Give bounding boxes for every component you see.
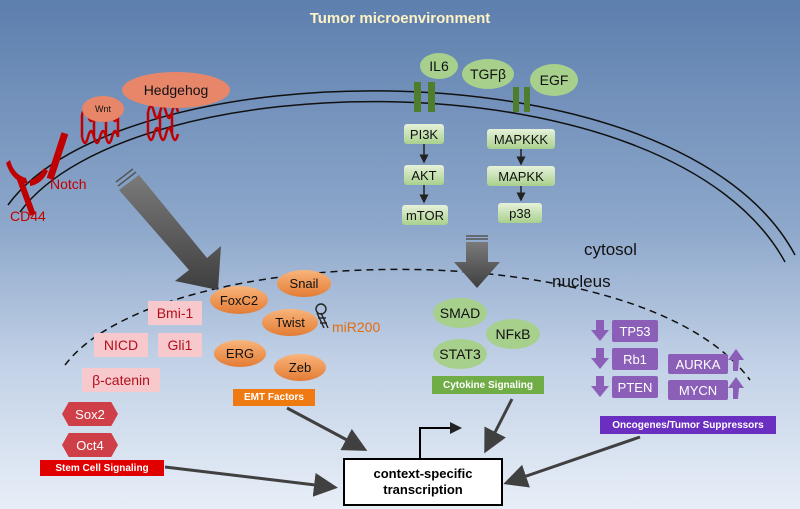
tgfb-label: TGFβ — [469, 66, 507, 82]
oncogene-arrows — [591, 320, 744, 399]
page-title: Tumor microenvironment — [309, 10, 491, 27]
oncogenes-tag: Oncogenes/Tumor Suppressors — [600, 416, 776, 434]
mycn-box: MYCN — [668, 380, 728, 400]
egf-ligand: EGF — [530, 64, 578, 96]
tp53-box: TP53 — [612, 320, 658, 342]
il6-label: IL6 — [429, 58, 449, 74]
bmi1-box: Bmi-1 — [148, 301, 202, 325]
tgfb-ligand: TGFβ — [462, 59, 514, 89]
twist-oval: Twist — [262, 309, 318, 336]
cd44-receptor-shape — [6, 160, 48, 216]
hedgehog-receptor-coil — [146, 104, 180, 142]
nucleus-label: nucleus — [552, 272, 611, 291]
mapkk-box: MAPKK — [487, 166, 555, 186]
arrow-oncogenes-to-transcription — [503, 435, 641, 488]
nuclear-envelope — [64, 268, 751, 381]
il6-receptor-bar — [414, 82, 421, 112]
nicd-box: NICD — [94, 333, 148, 357]
stem-cell-signaling-tag: Stem Cell Signaling — [40, 460, 164, 476]
il6-receptor-bar — [428, 82, 435, 112]
wnt-ligand: Wnt — [82, 96, 124, 122]
mir200-label: miR200 — [332, 319, 381, 335]
oct4-hex: Oct4 — [62, 433, 118, 457]
stem-cell-big-arrow — [115, 168, 221, 290]
gli1-box: Gli1 — [158, 333, 202, 357]
hedgehog-label: Hedgehog — [143, 82, 209, 98]
mapkkk-box: MAPKKK — [487, 129, 555, 149]
context-specific-transcription-box: context-specific transcription — [343, 458, 503, 506]
emt-factors-tag: EMT Factors — [233, 389, 315, 406]
cytokine-big-arrow — [454, 235, 500, 288]
rb1-box: Rb1 — [612, 348, 658, 370]
mtor-box: mTOR — [402, 205, 448, 225]
hedgehog-ligand: Hedgehog — [122, 72, 230, 108]
arrow-emt-to-transcription — [286, 406, 368, 451]
mir200-hairpin-shape — [315, 303, 329, 329]
wnt-label: Wnt — [94, 104, 111, 114]
nfkb-oval: NFκB — [486, 319, 540, 349]
sox2-hex: Sox2 — [62, 402, 118, 426]
aurka-box: AURKA — [668, 354, 728, 374]
beta-catenin-box: β-catenin — [82, 368, 160, 392]
cell-membrane-outer — [7, 90, 796, 256]
result-line-1: context-specific — [373, 466, 473, 481]
tgfb-receptor-bar — [513, 87, 519, 112]
cd44-label: CD44 — [10, 208, 46, 224]
akt-box: AKT — [404, 165, 444, 185]
egf-label: EGF — [539, 72, 569, 88]
arrow-cytokine-to-transcription — [484, 398, 514, 454]
pten-box: PTEN — [612, 376, 658, 398]
arrow-stem-to-transcription — [164, 465, 338, 497]
tgfb-receptor-bar — [524, 87, 530, 112]
transcription-start-arrow — [419, 422, 462, 458]
p38-box: p38 — [498, 203, 542, 223]
pi3k-box: PI3K — [404, 124, 444, 144]
stat3-oval: STAT3 — [433, 339, 487, 369]
zeb-oval: Zeb — [274, 354, 326, 381]
erg-oval: ERG — [214, 340, 266, 367]
notch-label: Notch — [50, 176, 87, 192]
cytosol-label: cytosol — [584, 240, 637, 259]
il6-ligand: IL6 — [420, 53, 458, 79]
result-line-2: transcription — [383, 482, 463, 497]
cytokine-signaling-tag: Cytokine Signaling — [432, 376, 544, 394]
notch-receptor-shape — [46, 132, 69, 181]
cell-membrane-inner — [19, 100, 786, 263]
smad-oval: SMAD — [433, 298, 487, 328]
foxc2-oval: FoxC2 — [210, 286, 268, 314]
snail-oval: Snail — [277, 270, 331, 297]
